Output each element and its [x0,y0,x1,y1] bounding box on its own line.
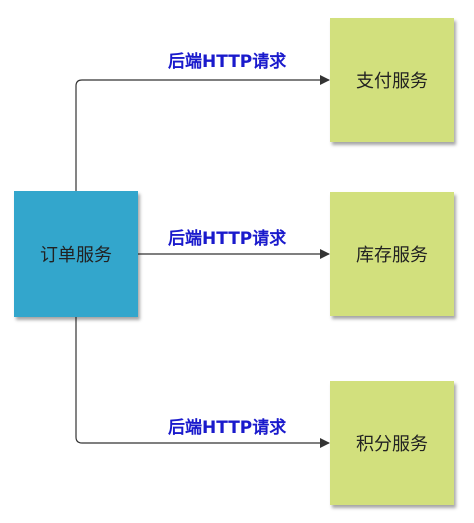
node-inventory-service: 库存服务 [330,192,454,316]
edge-order-to-points [75,317,330,448]
node-order-service: 订单服务 [14,191,138,317]
node-payment-service: 支付服务 [330,18,454,142]
node-payment-service-label: 支付服务 [356,71,428,92]
node-inventory-service-label: 库存服务 [356,245,428,266]
node-points-service: 积分服务 [330,381,454,505]
edge-label-payment: 后端HTTP请求 [168,52,287,72]
edge-label-inventory: 后端HTTP请求 [168,229,287,249]
node-order-service-label: 订单服务 [40,245,112,266]
edge-label-points: 后端HTTP请求 [168,418,287,438]
node-points-service-label: 积分服务 [356,434,428,455]
edge-order-to-payment [75,75,330,191]
